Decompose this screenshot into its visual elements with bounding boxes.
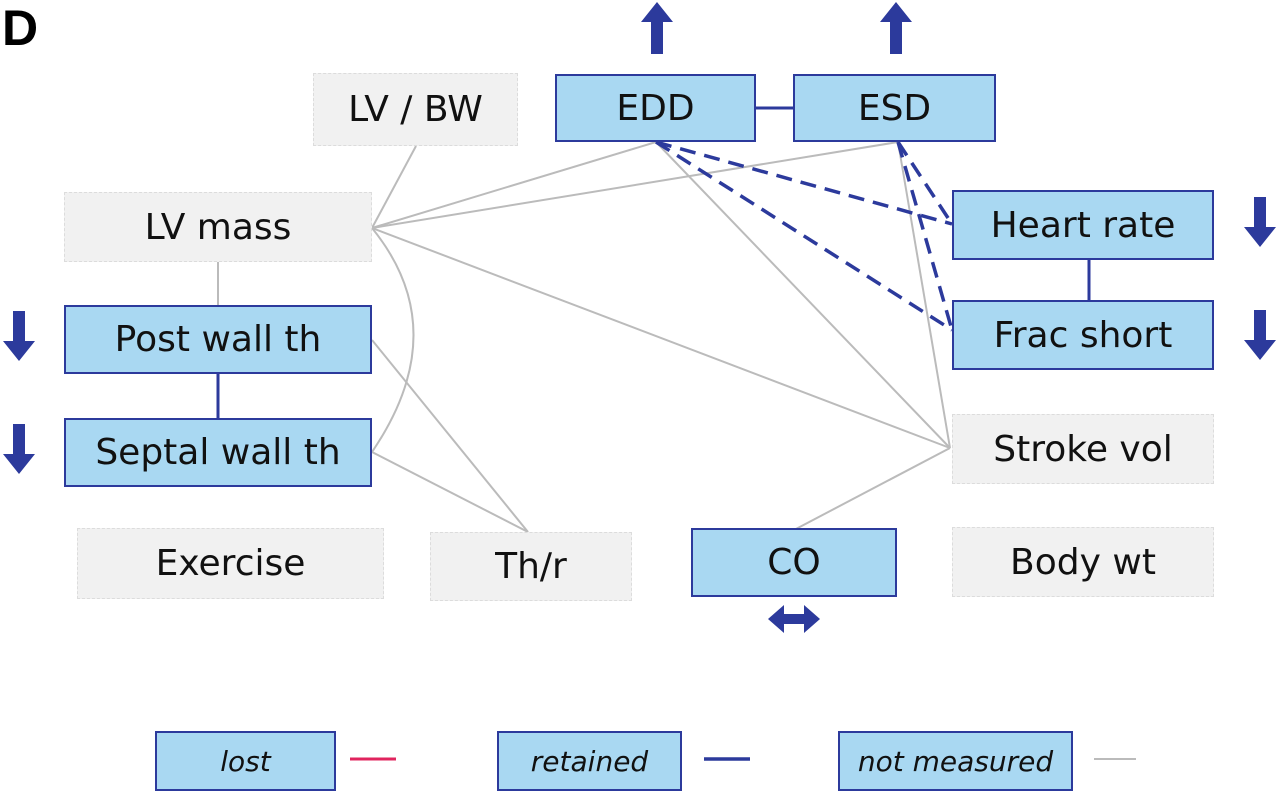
legend-lost-box: lost bbox=[155, 731, 336, 791]
node-stroke-vol-label: Stroke vol bbox=[993, 428, 1173, 470]
up-arrow-icon bbox=[641, 2, 673, 54]
node-th-r: Th/r bbox=[430, 532, 632, 601]
node-co: CO bbox=[691, 528, 897, 597]
node-body-wt-label: Body wt bbox=[1010, 541, 1156, 583]
down-arrow-icon bbox=[1244, 197, 1276, 247]
node-esd-label: ESD bbox=[857, 87, 932, 129]
link-lvbw-lvmass bbox=[371, 145, 417, 229]
node-septal-wall-th-label: Septal wall th bbox=[95, 432, 341, 473]
legend-lost-line bbox=[350, 757, 396, 761]
node-septal-wall-th: Septal wall th bbox=[64, 418, 372, 487]
node-exercise: Exercise bbox=[77, 528, 384, 599]
legend-lost-label: lost bbox=[220, 744, 271, 778]
node-stroke-vol: Stroke vol bbox=[952, 414, 1214, 484]
down-arrow-icon bbox=[3, 311, 35, 361]
legend-retained-label: retained bbox=[530, 744, 649, 778]
node-th-r-label: Th/r bbox=[495, 546, 567, 587]
legend-not-measured-box: not measured bbox=[838, 731, 1073, 791]
link-esd-strokevol bbox=[897, 141, 951, 449]
node-frac-short-label: Frac short bbox=[993, 314, 1173, 356]
link-edd-fracshort bbox=[655, 140, 953, 332]
node-lv-bw-label: LV / BW bbox=[348, 89, 483, 130]
legend-retained-line bbox=[704, 757, 750, 761]
link-septal-thr bbox=[371, 451, 529, 533]
legend-not-measured-label: not measured bbox=[857, 744, 1054, 778]
link-lvmass-septal bbox=[371, 227, 415, 453]
node-edd: EDD bbox=[555, 74, 756, 142]
node-post-wall-th-label: Post wall th bbox=[114, 319, 322, 360]
link-lvmass-esd bbox=[371, 141, 899, 229]
legend-retained-box: retained bbox=[497, 731, 682, 791]
link-lvmass-edd bbox=[371, 141, 657, 229]
node-body-wt: Body wt bbox=[952, 527, 1214, 597]
link-esd-fracshort bbox=[896, 141, 954, 331]
link-esd-heartrate bbox=[896, 141, 954, 225]
node-lv-mass-label: LV mass bbox=[144, 206, 292, 248]
node-lv-mass: LV mass bbox=[64, 192, 372, 262]
node-frac-short: Frac short bbox=[952, 300, 1214, 370]
down-arrow-icon bbox=[1244, 310, 1276, 360]
up-arrow-icon bbox=[880, 2, 912, 54]
link-co-strokevol bbox=[793, 447, 951, 531]
node-edd-label: EDD bbox=[616, 87, 695, 129]
link-edd-heartrate bbox=[655, 140, 953, 226]
node-post-wall-th: Post wall th bbox=[64, 305, 372, 374]
node-exercise-label: Exercise bbox=[155, 543, 306, 584]
link-postwall-thr bbox=[371, 339, 529, 533]
node-heart-rate: Heart rate bbox=[952, 190, 1214, 260]
panel-label: D bbox=[2, 0, 39, 56]
node-co-label: CO bbox=[767, 542, 821, 583]
node-heart-rate-label: Heart rate bbox=[990, 204, 1176, 246]
legend-not-measured-line bbox=[1094, 758, 1136, 760]
double-arrow-icon bbox=[768, 605, 820, 633]
link-edd-strokevol bbox=[655, 141, 951, 449]
down-arrow-icon bbox=[3, 424, 35, 474]
link-lvmass-strokevol bbox=[371, 227, 951, 449]
node-lv-bw: LV / BW bbox=[313, 73, 518, 146]
node-esd: ESD bbox=[793, 74, 996, 142]
